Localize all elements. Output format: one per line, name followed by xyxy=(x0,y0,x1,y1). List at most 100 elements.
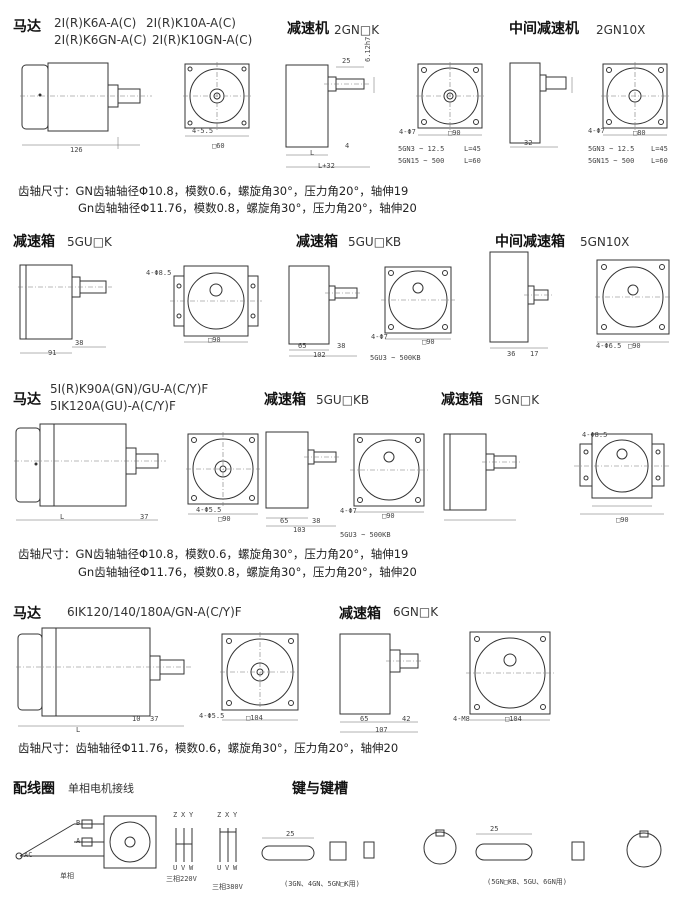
wire-label-single: 单相 xyxy=(60,872,74,880)
dim-m-side-4: □104 xyxy=(246,714,263,722)
gearbox-front-view-2b xyxy=(381,265,457,345)
dim-c-36-2: 36 xyxy=(507,350,516,358)
gearbox-side-view-3b xyxy=(262,428,342,528)
motor-title-4: 马达 xyxy=(13,606,41,622)
motor-front-view-4 xyxy=(220,632,302,724)
motor-side-view-1 xyxy=(20,55,160,155)
gear-range-1b: 5GN15 ~ 500 xyxy=(398,157,445,165)
gearbox-side-view-3c xyxy=(440,428,532,528)
dim-g-key-1: 6.12h7 xyxy=(364,36,372,62)
dim-i-holes-1: 4-Φ7 xyxy=(588,127,605,135)
gearbox-front-view-3b xyxy=(350,432,430,518)
dim-m-holes-3: 4-Φ5.5 xyxy=(196,506,222,514)
gearbox-model-3b: 5GU□KB xyxy=(316,393,370,407)
wire-z-2: Z xyxy=(217,811,222,819)
inter-gear-model-1: 2GN10X xyxy=(596,23,646,37)
dim-m-hole-1: 4-5.5 xyxy=(192,127,214,135)
gear-model-1: 2GN□K xyxy=(334,23,380,37)
key2-note: (5GN□KB、5GU、6GN用) xyxy=(487,878,568,886)
inter-l-1b: L=60 xyxy=(651,157,668,165)
motor-front-view-3 xyxy=(186,432,262,518)
key2-length: 25 xyxy=(490,825,499,833)
dim-g-side-1: □90 xyxy=(448,129,461,137)
gearbox-front-view-2a xyxy=(170,262,266,348)
shaft-section-2 xyxy=(616,818,674,874)
shaft-spec-1b: Gn齿轴轴径Φ11.76，模数0.8，螺旋角30°，压力角20°，轴伸20 xyxy=(78,201,417,215)
dim-m-side-1: □60 xyxy=(212,142,225,150)
dim-m-37-4: 37 xyxy=(150,715,159,723)
key1-note: (3GN、4GN、5GN□K用) xyxy=(284,880,360,888)
dim-b-103-3: 103 xyxy=(293,526,306,534)
dim-c-holes-3: 4-Φ8.5 xyxy=(582,431,608,439)
gearbox-model-3c: 5GN□K xyxy=(494,393,540,407)
inter-gearbox-front-view-2c xyxy=(595,258,675,348)
wire-w-1: W xyxy=(189,864,194,872)
wire-y-2: Y xyxy=(233,811,238,819)
gearbox-title-2a: 减速箱 xyxy=(13,234,55,250)
gearbox-title-2b: 减速箱 xyxy=(296,234,338,250)
wire-w-2: W xyxy=(233,864,238,872)
gearbox-front-view-3c xyxy=(568,430,676,520)
wire-x-2: X xyxy=(225,811,230,819)
gearbox-title-3c: 减速箱 xyxy=(441,392,483,408)
motor-model-3b: 5IK120A(GU)-A(C/Y)F xyxy=(50,399,176,413)
dim-i-len-1: 32 xyxy=(524,139,533,147)
motor-model-1c: 2I(R)K6GN-A(C) xyxy=(54,33,147,47)
gear-range-1a: 5GN3 ~ 12.5 xyxy=(398,145,445,153)
motor-front-view-1 xyxy=(183,62,253,140)
gear-side-view-1 xyxy=(284,55,390,173)
dim-m-10-4: 10 xyxy=(132,715,141,723)
dim-g-65-4: 65 xyxy=(360,715,369,723)
dim-b-65-2: 65 xyxy=(298,342,307,350)
gearbox-model-4: 6GN□K xyxy=(393,605,439,619)
key-title: 键与键槽 xyxy=(292,781,348,797)
dim-m-side-3: □90 xyxy=(218,515,231,523)
dim-b-65-3: 65 xyxy=(280,517,289,525)
inter-gear-side-view-1 xyxy=(508,55,584,151)
motor-model-1d: 2I(R)K10GN-A(C) xyxy=(152,33,253,47)
dim-g-len-1: L xyxy=(310,149,315,157)
wire-y-1: Y xyxy=(189,811,194,819)
dim-g-holes-4: 4-M8 xyxy=(453,715,470,723)
dim-b-holes-2: 4-Φ7 xyxy=(371,333,388,341)
wire-v-1: V xyxy=(181,864,186,872)
shaft-section-1 xyxy=(412,818,470,874)
dim-b-38-3: 38 xyxy=(312,517,321,525)
motor-model-1a: 2I(R)K6A-A(C) xyxy=(54,16,137,30)
gear-title-1: 减速机 xyxy=(287,21,329,37)
dim-g-l32-1: L+32 xyxy=(318,162,335,170)
inter-gear-title-1: 中间减速机 xyxy=(509,21,579,37)
motor-model-3a: 5I(R)K90A(GN)/GU-A(C/Y)F xyxy=(50,382,209,396)
dim-c-side-2: □90 xyxy=(628,342,641,350)
motor-side-view-3 xyxy=(14,420,174,528)
wire-label-ac: AC xyxy=(24,851,33,859)
dim-c-side-3: □90 xyxy=(616,516,629,524)
shaft-spec-1a: 齿轴尺寸：GN齿轴轴径Φ10.8，模数0.6，螺旋角30°，压力角20°，轴伸1… xyxy=(18,184,409,198)
dim-b-side-2: □90 xyxy=(422,338,435,346)
dim-b-holes-3: 4-Φ7 xyxy=(340,507,357,515)
gearbox-side-view-2a xyxy=(18,255,126,357)
gearbox-title-4: 减速箱 xyxy=(339,606,381,622)
gearbox-range-2b: 5GU3 ~ 500KB xyxy=(370,354,421,362)
motor-model-4: 6IK120/140/180A/GN-A(C/Y)F xyxy=(67,605,242,619)
dim-a-91-2: 91 xyxy=(48,349,57,357)
three-phase-380-label: 三相380V xyxy=(212,883,243,891)
dim-g-42-4: 42 xyxy=(402,715,411,723)
key-drawing-2 xyxy=(472,820,612,876)
dim-b-side-3: □90 xyxy=(382,512,395,520)
dim-g-107-4: 107 xyxy=(375,726,388,734)
wiring-subtitle: 单相电机接线 xyxy=(68,782,134,795)
wire-z-1: Z xyxy=(173,811,178,819)
gearbox-front-view-4 xyxy=(466,630,556,726)
key-drawing-1 xyxy=(258,820,398,876)
shaft-spec-3b: Gn齿轴轴径Φ11.76，模数0.8，螺旋角30°，压力角20°，轴伸20 xyxy=(78,565,417,579)
gear-front-view-1 xyxy=(416,62,486,138)
dim-m-len-4: L xyxy=(76,726,81,734)
dim-a-38-2: 38 xyxy=(75,339,84,347)
gearbox-title-2c: 中间减速箱 xyxy=(495,234,565,250)
motor-side-view-4 xyxy=(16,622,206,734)
key1-length: 25 xyxy=(286,830,295,838)
dim-b-102-2: 102 xyxy=(313,351,326,359)
dim-g-4-1: 4 xyxy=(345,142,350,150)
inter-gear-front-view-1 xyxy=(601,62,671,138)
